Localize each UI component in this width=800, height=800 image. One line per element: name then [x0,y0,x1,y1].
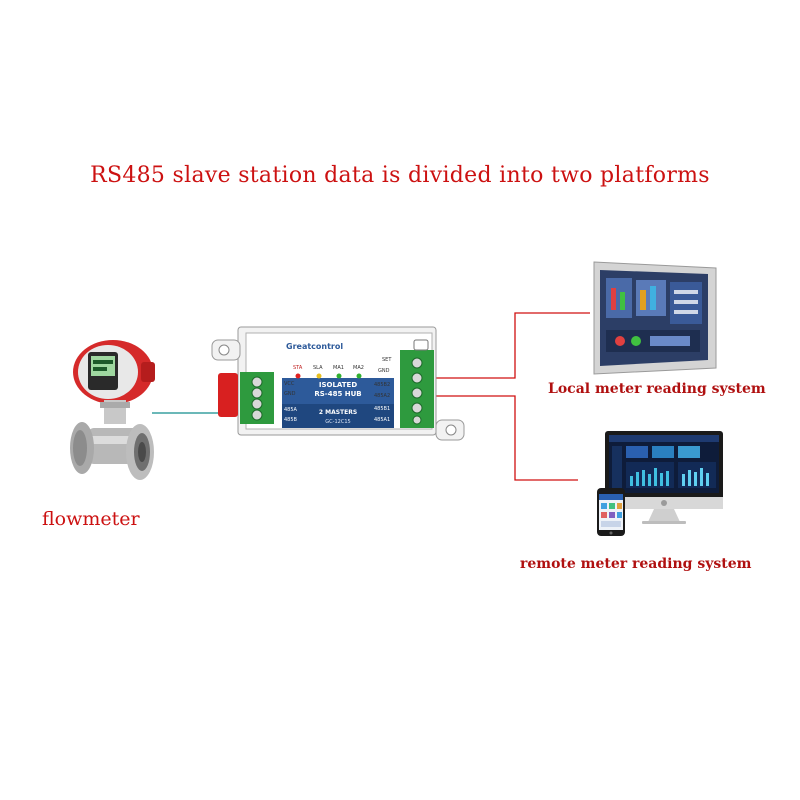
diagram-title: RS485 slave station data is divided into… [90,163,710,188]
hub-left-gnd: GND [284,391,296,397]
hub-to-remote-line [436,395,578,481]
hub-led-ma1: MA1 [333,365,344,371]
hmi-panel-icon [593,261,717,375]
hub-right-485a2: 485A2 [374,393,390,399]
hub-left-vcc: VCC [284,381,295,387]
hub-right-485a1: 485A1 [374,417,390,423]
hub-left-485b: 485B [284,417,298,423]
hub-right-485b1: 485B1 [374,406,390,412]
hub-brand: Greatcontrol [286,342,343,351]
hub-line2: RS-485 HUB [314,390,361,398]
hub-model: GC-12C15 [325,419,350,425]
hub-led-sla: SLA [313,365,323,371]
hub-right-485b2: 485B2 [374,382,390,388]
flowmeter-label: flowmeter [42,508,140,530]
flowmeter-icon [70,340,155,480]
hub-right-gnd: GND [378,368,390,374]
hub-led-sta: STA [293,365,303,371]
remote-system-label: remote meter reading system [520,556,752,572]
hub-line1: ISOLATED [319,381,357,389]
local-system-label: Local meter reading system [548,381,766,397]
hub-masters: 2 MASTERS [319,409,357,416]
hub-to-local-line [436,312,590,379]
rs485-hub-device [211,326,465,441]
desktop-monitor-icon [605,431,723,524]
smartphone-icon [597,488,625,536]
hub-set-label: SET [382,357,392,363]
hub-left-485a: 485A [284,407,298,413]
hub-led-ma2: MA2 [353,365,364,371]
